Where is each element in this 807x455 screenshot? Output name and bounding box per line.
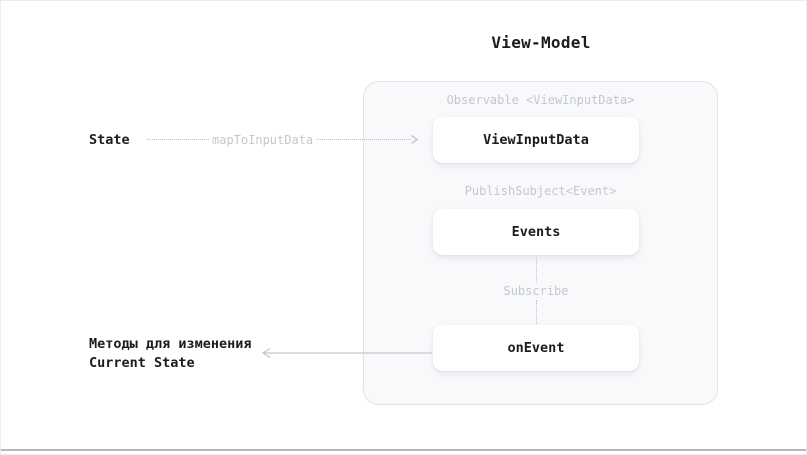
subscribe-connector: Subscribe (433, 257, 639, 324)
view-input-data-label: ViewInputData (483, 132, 589, 148)
on-event-label: onEvent (507, 340, 565, 356)
subscribe-label: Subscribe (503, 283, 569, 298)
view-input-data-node: ViewInputData (433, 117, 639, 163)
map-to-input-data-arrow: mapToInputData (147, 131, 419, 148)
dotted-line-segment (535, 257, 537, 282)
dotted-line-segment (535, 299, 537, 324)
on-event-left-arrow (261, 347, 432, 359)
methods-for-changing-state-label: Методы для изменения Current State (89, 335, 252, 373)
on-event-node: onEvent (433, 325, 639, 371)
state-label: State (89, 132, 130, 148)
slide-bottom-edge (1, 449, 806, 451)
map-to-input-data-label: mapToInputData (212, 132, 314, 147)
events-node: Events (433, 209, 639, 255)
methods-label-line2: Current State (89, 355, 195, 371)
arrow-right-icon (411, 134, 419, 145)
methods-label-line1: Методы для изменения (89, 336, 252, 352)
dotted-line-segment (147, 139, 209, 140)
view-model-container: Observable <ViewInputData> ViewInputData… (363, 81, 718, 405)
observable-caption: Observable <ViewInputData> (446, 93, 635, 107)
events-label: Events (511, 224, 561, 240)
publish-subject-caption: PublishSubject<Event> (464, 184, 617, 198)
dotted-line-segment (316, 139, 411, 140)
diagram-title: View-Model (491, 33, 591, 52)
